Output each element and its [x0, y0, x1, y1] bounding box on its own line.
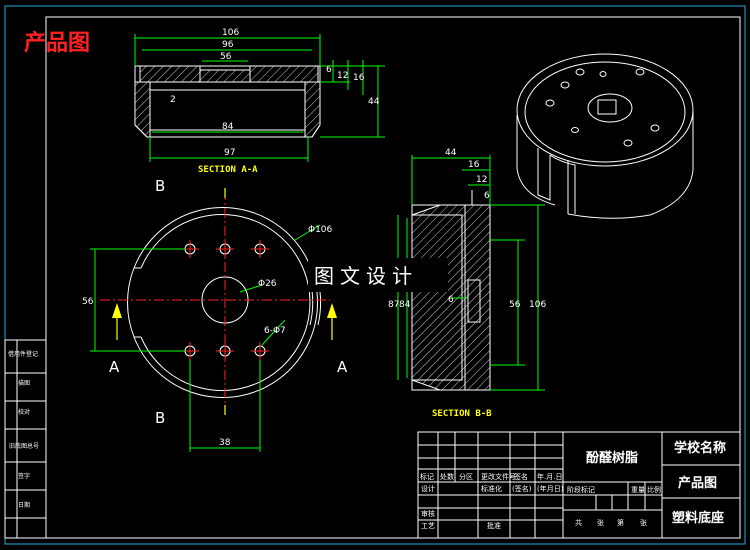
drawing-name: 产品图 — [678, 475, 717, 491]
dim-bb-6top: 6 — [484, 191, 490, 201]
dim-bb-84: 84 — [399, 300, 411, 310]
side-item-0: 借用件登记 — [8, 350, 38, 358]
dim-bb-87: 87 — [388, 300, 399, 310]
dim-bb-44: 44 — [445, 148, 457, 158]
section-aa-view: 106 96 56 84 97 6 12 16 44 2 SECTION A-A — [134, 28, 385, 175]
tb-row1-2: 分区 — [459, 472, 473, 481]
dim-84: 84 — [222, 122, 234, 132]
dim-plan-56: 56 — [82, 297, 94, 307]
tb-sign: (签名) — [512, 484, 532, 493]
plan-view: 56 38 Φ106 Φ26 6-Φ7 B B A A — [82, 177, 348, 452]
dim-44: 44 — [368, 97, 380, 107]
side-item-1: 描图 — [18, 379, 30, 387]
section-bb-label: SECTION B-B — [432, 409, 492, 419]
tb-check: 审核 — [421, 509, 435, 518]
watermark: 图文设计 — [314, 264, 418, 288]
dim-16: 16 — [353, 73, 365, 83]
tb-row1-5: 年.月.日 — [537, 472, 562, 481]
dim-plan-38: 38 — [219, 438, 231, 448]
material-name: 酚醛树脂 — [586, 450, 638, 466]
tb-stage-0: 阶段标记 — [567, 485, 595, 494]
school-name: 学校名称 — [674, 440, 726, 456]
dim-96: 96 — [222, 40, 234, 50]
side-item-2: 校对 — [18, 408, 30, 416]
dim-holes: 6-Φ7 — [264, 326, 286, 336]
tb-std: 标准化 — [481, 484, 502, 493]
marker-b-top: B — [155, 177, 165, 195]
dim-phi26: Φ26 — [258, 279, 277, 289]
tb-sheets-0: 共 — [575, 518, 582, 527]
dim-phi106: Φ106 — [308, 225, 333, 235]
marker-b-bottom: B — [155, 409, 165, 427]
tb-design: 设计 — [421, 484, 435, 493]
tb-row1-1: 处数 — [440, 472, 454, 481]
dim-bb-16: 16 — [468, 160, 480, 170]
dim-bb-6: 6 — [448, 295, 454, 305]
tb-craft: 工艺 — [421, 522, 435, 530]
part-name: 塑料底座 — [672, 510, 724, 526]
tb-approve: 批准 — [487, 521, 501, 530]
tb-sheets-1: 张 — [597, 518, 604, 527]
isometric-view — [516, 53, 694, 219]
drawing-title: 产品图 — [24, 31, 90, 56]
tb-row1-3: 更改文件号 — [481, 472, 516, 481]
dim-2: 2 — [170, 95, 176, 105]
section-bb-view: 44 16 12 6 87 84 6 56 106 SECTION B-B — [388, 148, 546, 419]
tb-row1-0: 标记 — [420, 472, 434, 481]
side-block: 借用件登记 描图 校对 旧底图总号 签字 日期 — [4, 339, 47, 539]
dim-bb-106: 106 — [529, 300, 546, 310]
tb-date-fmt: (年月日) — [537, 484, 564, 493]
tb-row1-4: 签名 — [514, 472, 528, 481]
dim-12: 12 — [337, 71, 348, 81]
dim-6: 6 — [326, 65, 332, 75]
marker-a-right: A — [337, 358, 348, 376]
outer-frame — [4, 5, 746, 545]
inner-frame — [45, 16, 741, 539]
tb-sheets-2: 第 — [617, 518, 624, 527]
dim-97: 97 — [224, 148, 235, 158]
side-item-3: 旧底图总号 — [9, 442, 39, 450]
side-item-5: 日期 — [18, 501, 30, 509]
dim-bb-12: 12 — [476, 175, 487, 185]
dim-bb-56: 56 — [509, 300, 521, 310]
section-aa-label: SECTION A-A — [198, 165, 258, 175]
tb-stage-1: 重量 — [631, 486, 645, 494]
dim-56: 56 — [220, 52, 232, 62]
marker-a-left: A — [109, 358, 120, 376]
title-block: 酚醛树脂 学校名称 产品图 塑料底座 标记 处数 分区 更改文件号 签名 年.月… — [417, 431, 741, 539]
tb-stage-2: 比例 — [647, 485, 661, 494]
tb-sheets-3: 张 — [640, 518, 647, 527]
dim-106: 106 — [222, 28, 239, 38]
side-item-4: 签字 — [18, 472, 30, 480]
